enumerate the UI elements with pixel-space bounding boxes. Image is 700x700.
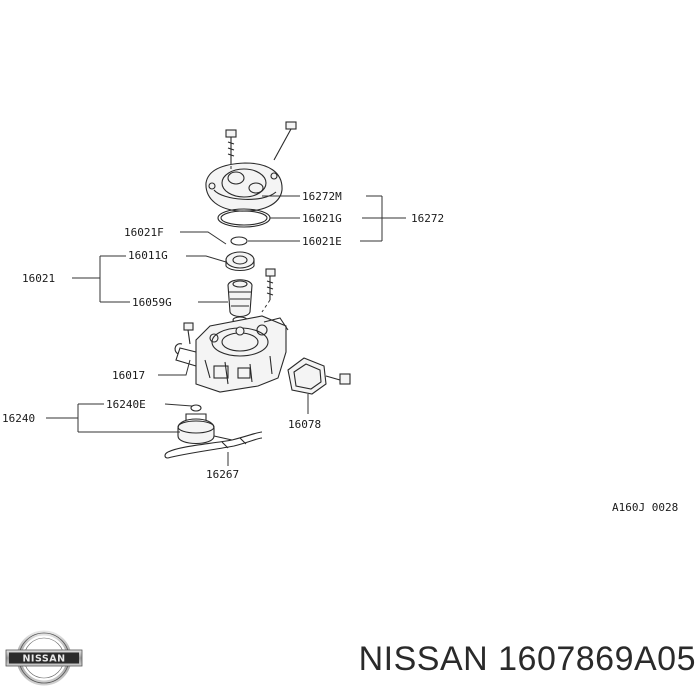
part-number-caption: NISSAN 1607869A05 [358,640,696,678]
reference-code: A160J 0028 [612,501,678,514]
label-16272m: 16272M [302,190,342,203]
label-16078: 16078 [288,418,321,431]
ring-16021e [230,236,248,246]
screw-right [265,268,276,300]
throttle-body-16017 [174,315,289,393]
sensor-16078 [287,357,351,395]
bolt-right [273,121,297,161]
label-16021e: 16021E [302,235,342,248]
logo-text: NISSAN [22,654,65,665]
seal-16011g [225,251,255,272]
throttle-cover-part [205,121,297,212]
label-16267: 16267 [206,468,239,481]
screw-left [183,322,194,345]
label-16240e: 16240E [106,398,146,411]
label-16017: 16017 [112,369,145,382]
bolt-left [225,129,237,166]
label-16240: 16240 [2,412,35,425]
actuator-16240 [177,413,233,445]
label-16021f: 16021F [124,226,164,239]
ring-16240e [190,404,202,412]
leader-lines [46,195,406,466]
valve-16059g [227,279,253,318]
nissan-logo: NISSAN [5,630,83,686]
gasket-16021g [217,208,271,228]
label-16011g: 16011G [128,249,168,262]
label-16059g: 16059G [132,296,172,309]
hose-16267 [164,431,263,459]
label-16021g: 16021G [302,212,342,225]
label-16021: 16021 [22,272,55,285]
label-16272: 16272 [411,212,444,225]
